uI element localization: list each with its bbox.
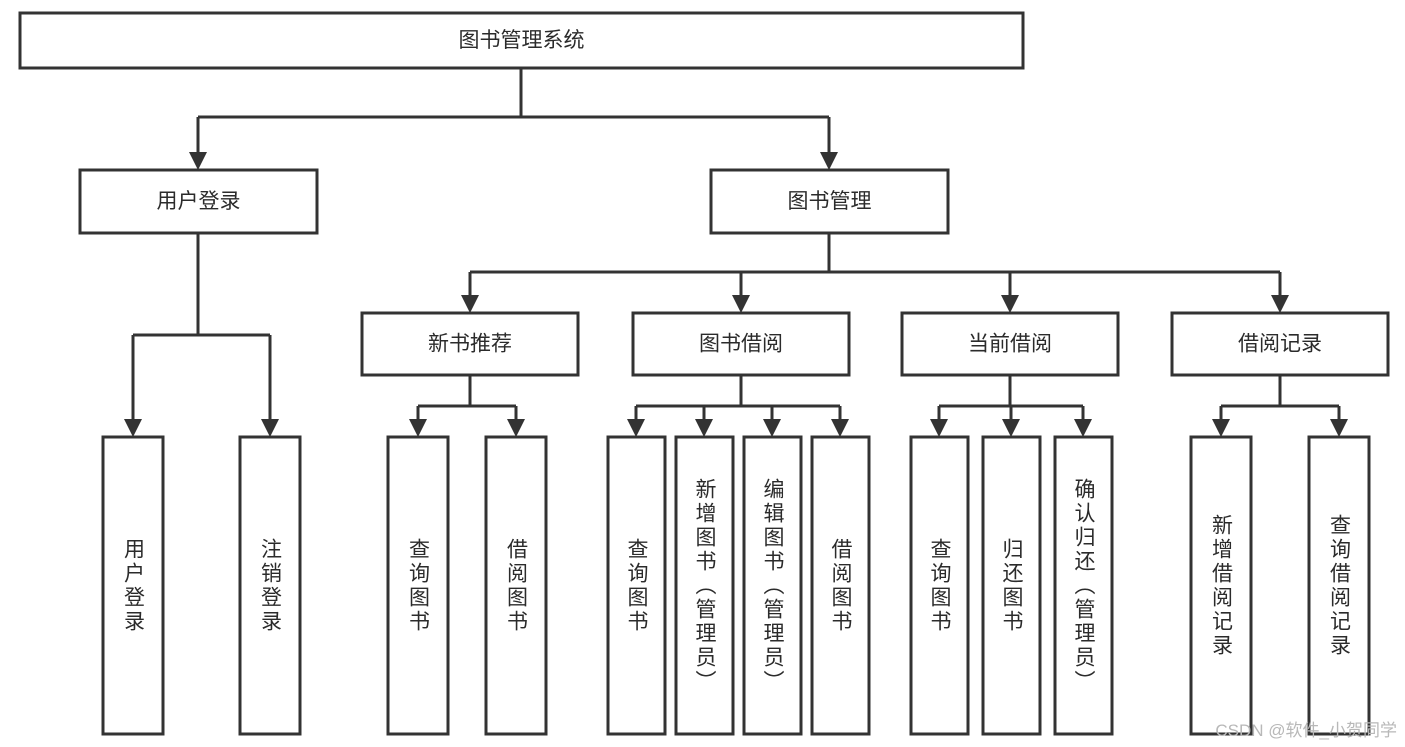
node-label-root: 图书管理系统 <box>459 29 585 52</box>
connectors-layer <box>124 68 1348 437</box>
arrow-head-icon <box>1074 419 1092 437</box>
node-label-current-borrow: 当前借阅 <box>968 333 1052 356</box>
node-box-leaf-cur-query[interactable] <box>909 435 970 736</box>
node-box-leaf-rec-add[interactable] <box>1189 435 1253 736</box>
node-box-leaf-borrow-do[interactable] <box>810 435 871 736</box>
arrow-head-icon <box>695 419 713 437</box>
connector-book-manage-to-l2 <box>468 233 1282 297</box>
node-label-borrow-record: 借阅记录 <box>1238 333 1322 356</box>
arrow-head-icon <box>461 295 479 313</box>
connector-user-login-to-leaves <box>131 233 272 421</box>
arrow-head-icon <box>1002 419 1020 437</box>
node-box-leaf-user-logout[interactable] <box>238 435 302 736</box>
node-box-leaf-rec-query[interactable] <box>386 435 450 736</box>
arrow-head-icon <box>1271 295 1289 313</box>
connector-current-borrow-to-leaves <box>937 375 1085 421</box>
node-box-new-book-rec[interactable] <box>360 311 580 377</box>
node-box-current-borrow[interactable] <box>900 311 1120 377</box>
node-box-leaf-cur-return[interactable] <box>981 435 1042 736</box>
node-label-user-login: 用户登录 <box>157 190 241 213</box>
arrow-head-icon <box>763 419 781 437</box>
node-box-leaf-rec-search[interactable] <box>1307 435 1371 736</box>
arrow-head-icon <box>1330 419 1348 437</box>
connector-root-to-l1 <box>196 68 831 154</box>
connector-new-book-rec-to-leaves <box>416 375 518 421</box>
arrow-head-icon <box>124 419 142 437</box>
arrow-head-icon <box>627 419 645 437</box>
arrow-head-icon <box>1001 295 1019 313</box>
node-box-book-manage[interactable] <box>709 168 950 235</box>
arrow-head-icon <box>732 295 750 313</box>
arrow-head-icon <box>831 419 849 437</box>
node-box-root[interactable] <box>18 11 1025 70</box>
node-boxes-layer <box>18 11 1390 736</box>
node-box-borrow-record[interactable] <box>1170 311 1390 377</box>
node-box-user-login[interactable] <box>78 168 319 235</box>
node-box-leaf-borrow-edit[interactable] <box>742 435 803 736</box>
arrow-head-icon <box>930 419 948 437</box>
arrow-head-icon <box>261 419 279 437</box>
node-box-leaf-cur-confirm[interactable] <box>1053 435 1114 736</box>
arrow-head-icon <box>820 152 838 170</box>
arrow-head-icon <box>409 419 427 437</box>
node-box-book-borrow[interactable] <box>631 311 851 377</box>
node-box-leaf-borrow-query[interactable] <box>606 435 667 736</box>
arrow-head-icon <box>189 152 207 170</box>
node-box-leaf-user-login[interactable] <box>101 435 165 736</box>
node-box-leaf-rec-borrow[interactable] <box>484 435 548 736</box>
connector-book-borrow-to-leaves <box>634 375 842 421</box>
node-label-book-borrow: 图书借阅 <box>699 333 783 356</box>
connector-borrow-record-to-leaves <box>1219 375 1341 421</box>
node-label-new-book-rec: 新书推荐 <box>428 333 512 356</box>
arrow-head-icon <box>1212 419 1230 437</box>
watermark: CSDN @软件_小贺同学 <box>1215 721 1397 740</box>
node-box-leaf-borrow-add[interactable] <box>674 435 735 736</box>
node-label-book-manage: 图书管理 <box>788 190 872 213</box>
arrow-head-icon <box>507 419 525 437</box>
